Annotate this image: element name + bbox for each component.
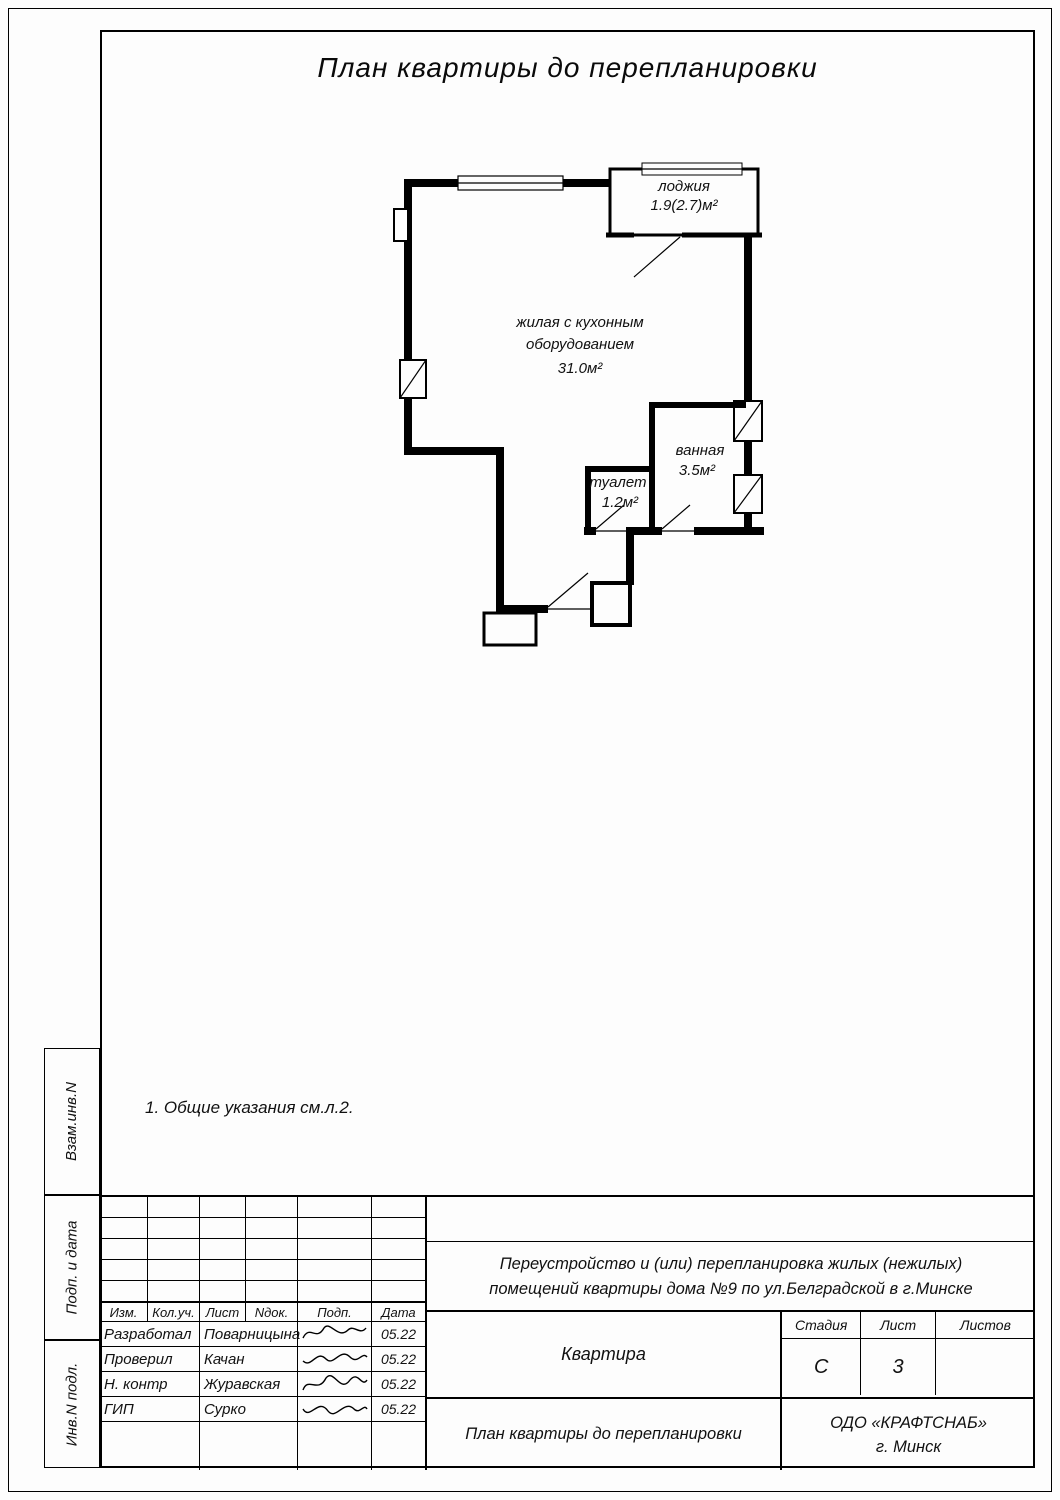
room-area-living: 31.0м²: [558, 360, 603, 377]
entrance-door-swing: [547, 572, 589, 608]
floor-plan: лоджия 1.9(2.7)м² жилая с кухонным обору…: [393, 162, 764, 647]
room-label-living-1: жилая с кухонным: [515, 314, 643, 331]
col-koluch: Кол.уч.: [148, 1303, 200, 1321]
outer-border: [8, 8, 1052, 1492]
sidebar-label-podp-data: Подп. и дата: [63, 1220, 81, 1315]
bathroom-door-swing: [661, 504, 691, 530]
project-line1: Переустройство и (или) перепланировка жи…: [499, 1255, 963, 1273]
room-label-living-2: оборудованием: [526, 336, 634, 353]
project-description: Переустройство и (или) перепланировка жи…: [425, 1242, 1035, 1312]
signature-mark: [298, 1347, 372, 1371]
pilaster: [393, 208, 409, 242]
row-role: ГИП: [100, 1397, 200, 1421]
col-podp: Подп.: [298, 1303, 372, 1321]
room-label-loggia: лоджия: [657, 178, 710, 195]
row-role: Разработал: [100, 1322, 200, 1346]
col-ndok: Nдок.: [246, 1303, 298, 1321]
toilet-door-swing: [595, 504, 625, 530]
sidebar-box-podp-data: Подп. и дата: [44, 1195, 100, 1340]
room-area-bathroom: 3.5м²: [679, 462, 716, 479]
company-cell: ОДО «КРАФТСНАБ» г. Минск: [780, 1397, 1035, 1470]
title-block: Изм. Кол.уч. Лист Nдок. Подп. Дата Разра…: [100, 1195, 1035, 1470]
sidebar-box-inv: Инв.N подл.: [44, 1340, 100, 1468]
signature-mark: [298, 1322, 372, 1346]
sheet-label: Лист: [861, 1312, 936, 1338]
row-date: 05.22: [380, 1376, 417, 1392]
sidebar-label-vzam: Взам.инв.N: [63, 1081, 81, 1162]
balcony-door-swing: [633, 236, 681, 278]
sheets-label: Листов: [959, 1317, 1011, 1333]
col-izm: Изм.: [100, 1303, 148, 1321]
room-area-toilet: 1.2м²: [602, 494, 639, 511]
sidebar-box-vzam: Взам.инв.N: [44, 1048, 100, 1195]
shaft-box: [590, 581, 632, 627]
sheet-value: 3: [861, 1339, 936, 1395]
toilet-walls: [585, 466, 652, 529]
table-row: Н. контр Журавская 05.22: [100, 1372, 425, 1397]
row-role: Проверил: [100, 1347, 200, 1371]
doc-title: План квартиры до перепланировки: [465, 1425, 742, 1443]
row-role: Н. контр: [100, 1372, 200, 1396]
company-name: ОДО «КРАФТСНАБ»: [830, 1413, 987, 1432]
row-name: Журавская: [200, 1372, 298, 1396]
revision-header-row: Изм. Кол.уч. Лист Nдок. Подп. Дата: [100, 1302, 425, 1322]
drawing-frame: [100, 30, 1035, 1468]
col-list: Лист: [200, 1303, 246, 1321]
table-row: ГИП Сурко 05.22: [100, 1397, 425, 1422]
object-name: Квартира: [561, 1344, 646, 1364]
row-name: Поварницына: [200, 1322, 300, 1346]
room-label-bathroom: ванная: [676, 442, 725, 459]
signature-mark: [298, 1397, 372, 1421]
designation-cell: [425, 1197, 1035, 1242]
row-name: Качан: [200, 1347, 298, 1371]
row-name: Сурко: [200, 1397, 298, 1421]
room-area-loggia: 1.9(2.7)м²: [651, 197, 719, 214]
empty-rows: [100, 1422, 425, 1470]
bathroom-walls: [649, 402, 746, 529]
project-line2: помещений квартиры дома №9 по ул.Белград…: [489, 1280, 973, 1298]
col-data: Дата: [381, 1304, 416, 1320]
revision-grid: [100, 1197, 425, 1302]
room-label-toilet: туалет: [590, 474, 647, 491]
entrance-porch: [482, 611, 538, 647]
sheet-title: План квартиры до перепланировки: [317, 52, 818, 83]
note-text: 1. Общие указания см.л.2.: [145, 1098, 354, 1117]
signature-mark: [298, 1372, 372, 1396]
row-date: 05.22: [380, 1351, 417, 1367]
stage-value: С: [782, 1339, 862, 1395]
table-row: Проверил Качан 05.22: [100, 1347, 425, 1372]
doc-title-cell: План квартиры до перепланировки: [425, 1397, 780, 1470]
sheets-value: [936, 1339, 1035, 1395]
row-date: 05.22: [380, 1401, 417, 1417]
table-row: Разработал Поварницына 05.22: [100, 1322, 425, 1347]
sidebar-label-inv: Инв.N подл.: [63, 1362, 81, 1446]
row-date: 05.22: [380, 1326, 417, 1342]
stage-sheet-grid: Стадия Лист Листов С 3: [780, 1312, 1035, 1397]
object-name-cell: Квартира: [425, 1312, 780, 1397]
stage-label: Стадия: [782, 1312, 862, 1338]
company-city: г. Минск: [875, 1437, 942, 1456]
